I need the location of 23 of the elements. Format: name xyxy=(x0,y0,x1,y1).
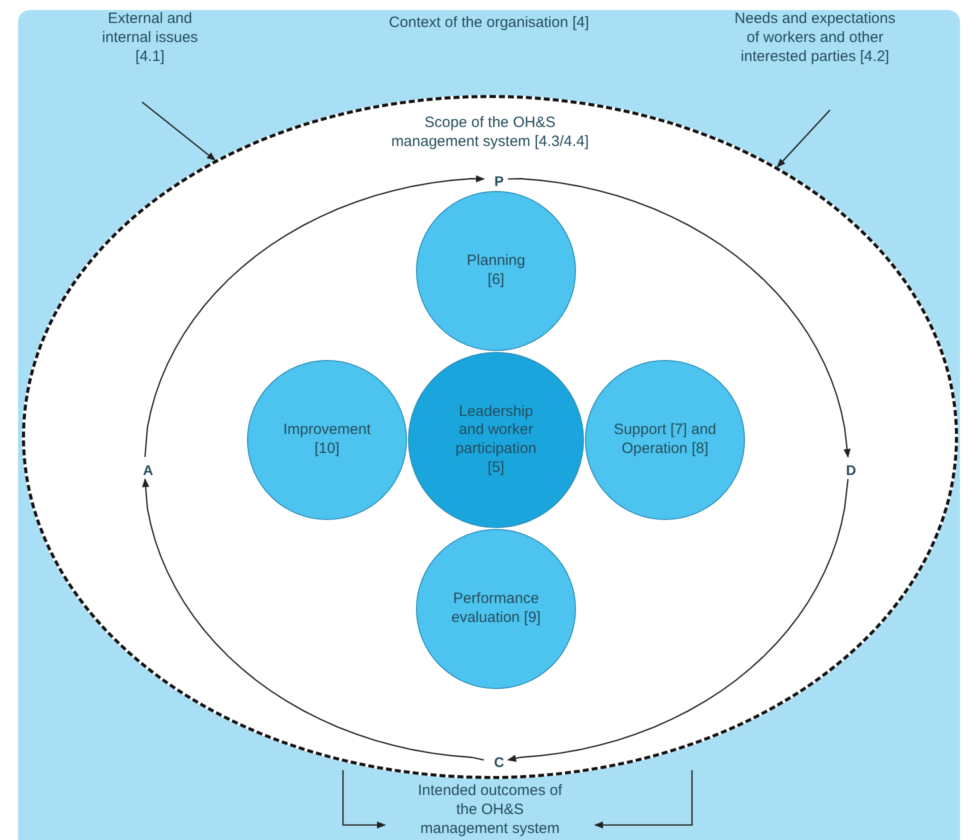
arrow xyxy=(142,478,484,761)
arrow xyxy=(507,478,849,762)
annotation-text: Intended outcomes of the OH&S management system xyxy=(415,782,565,838)
arrow xyxy=(776,110,830,168)
clause-label: Leadership and worker participation [5] xyxy=(454,402,538,478)
clause-label: Improvement [10] xyxy=(282,421,372,459)
arrow xyxy=(594,770,693,829)
cycle-letter: A xyxy=(142,462,154,480)
arrow xyxy=(342,770,386,829)
cycle-letter: P xyxy=(494,173,504,191)
cycle-letter: C xyxy=(494,754,504,772)
arrow xyxy=(508,178,851,458)
annotation-text: Needs and expectations of workers and other interested parties [4.2] xyxy=(731,10,899,66)
context-background xyxy=(18,10,960,840)
clause-label: Planning [6] xyxy=(466,252,526,290)
clause-label: Support [7] and Operation [8] xyxy=(612,421,718,459)
arrow xyxy=(142,102,216,161)
arrow xyxy=(144,175,485,458)
scope-label: Scope of the OH&S management system [4.3/4.4] xyxy=(390,114,590,152)
annotation-text: External and internal issues [4.1] xyxy=(91,10,209,66)
panel-heading: Context of the organisation [4] xyxy=(388,14,590,33)
clause-label: Performance evaluation [9] xyxy=(450,590,542,628)
cycle-letter: D xyxy=(846,462,856,480)
